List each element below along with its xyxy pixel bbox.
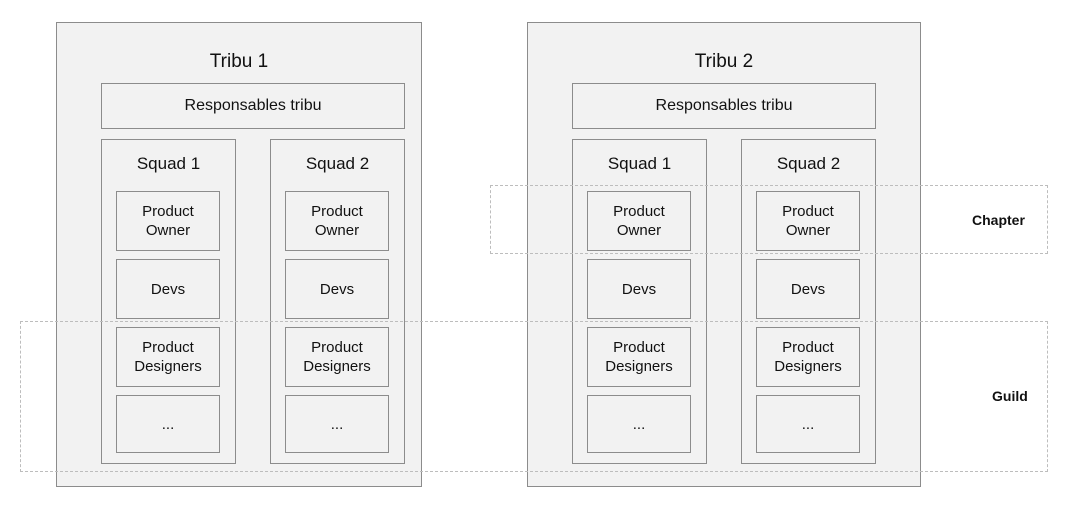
role-product-owner: Product Owner — [756, 191, 860, 251]
role-devs: Devs — [587, 259, 691, 319]
tribe-leads-box: Responsables tribu — [572, 83, 876, 129]
role-product-owner: Product Owner — [285, 191, 389, 251]
role-more: ... — [587, 395, 691, 453]
tribe-leads-label: Responsables tribu — [655, 97, 793, 114]
role-more: ... — [756, 395, 860, 453]
tribe-leads-label: Responsables tribu — [184, 97, 322, 114]
role-product-designers: Product Designers — [587, 327, 691, 387]
guild-label: Guild — [992, 388, 1028, 404]
squad-title: Squad 1 — [136, 154, 201, 173]
tribe-leads-box: Responsables tribu — [101, 83, 405, 129]
tribe-title: Tribu 2 — [694, 51, 754, 72]
role-product-owner: Product Owner — [116, 191, 220, 251]
role-product-designers: Product Designers — [756, 327, 860, 387]
role-product-designers: Product Designers — [116, 327, 220, 387]
role-devs: Devs — [116, 259, 220, 319]
squad-title: Squad 2 — [305, 154, 370, 173]
squad-title: Squad 1 — [607, 154, 672, 173]
role-product-designers: Product Designers — [285, 327, 389, 387]
role-more: ... — [285, 395, 389, 453]
tribe-title: Tribu 1 — [209, 51, 269, 72]
squad-title: Squad 2 — [776, 154, 841, 173]
chapter-label: Chapter — [972, 212, 1025, 228]
role-devs: Devs — [756, 259, 860, 319]
role-product-owner: Product Owner — [587, 191, 691, 251]
role-more: ... — [116, 395, 220, 453]
role-devs: Devs — [285, 259, 389, 319]
